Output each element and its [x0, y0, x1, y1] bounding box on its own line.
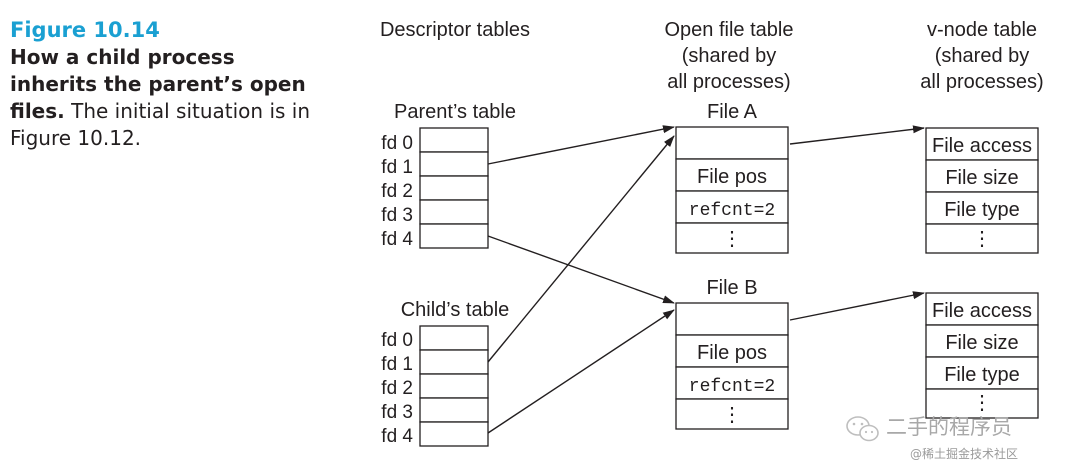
vnode-a-access-row — [925, 127, 1039, 161]
figure-note: The initial situation is in Figure 10.12… — [10, 99, 311, 150]
parent-fd-label: fd 0 — [381, 133, 413, 154]
file-b-refcnt-row — [675, 366, 789, 400]
file-a-refcnt-text: refcnt=2 — [689, 201, 775, 221]
file-a-pos-row — [675, 158, 789, 192]
file-b-pos-row — [675, 334, 789, 368]
child-fd1-to-file-a-arrow — [487, 135, 675, 363]
vnode-a-type-row — [925, 191, 1039, 225]
open-file-table-header-line3: all processes) — [667, 71, 790, 93]
parent-fd-label: fd 4 — [381, 229, 413, 250]
watermark-account-name: 二手的程序员 — [886, 415, 1012, 439]
open-file-table-header-line2: (shared by — [682, 45, 777, 67]
parent-fd4-to-file-b-arrow — [487, 235, 675, 304]
file-b-status-row — [675, 302, 789, 336]
file-b-to-vnode-b-arrow — [789, 291, 925, 321]
watermark: 二手的程序员 @稀土掘金技术社区 — [842, 410, 1078, 466]
file-b-pos-text: File pos — [697, 342, 767, 364]
vnode-entry-b: File access File size File type ⋮ — [925, 292, 1039, 419]
vnode-table-header-line2: (shared by — [935, 45, 1030, 67]
watermark-community: @稀土掘金技术社区 — [910, 446, 1018, 461]
vnode-a-access-text: File access — [932, 135, 1032, 157]
parent-fd1-to-file-a-arrow — [487, 125, 675, 165]
child-fd-label: fd 2 — [381, 378, 413, 399]
vnode-a-more-row — [925, 223, 1039, 254]
vnode-a-size-row — [925, 159, 1039, 193]
file-a-to-vnode-a-arrow — [789, 125, 925, 145]
vnode-table-header-line1: v-node table — [927, 19, 1037, 41]
parent-fd-label: fd 3 — [381, 205, 413, 226]
file-table-entry-a: File A File pos refcnt=2 ⋮ — [675, 101, 789, 254]
file-a-pos-text: File pos — [697, 166, 767, 188]
file-table-entry-b: File B File pos refcnt=2 ⋮ — [675, 277, 789, 430]
parent-fd-slot — [419, 127, 489, 153]
child-fd-label: fd 4 — [381, 426, 413, 447]
vnode-a-ellipsis: ⋮ — [972, 228, 992, 250]
vnode-entry-a: File access File size File type ⋮ — [925, 127, 1039, 254]
figure-title: How a child process inherits the parent’… — [10, 45, 306, 123]
figure-description: How a child process inherits the parent’… — [10, 44, 310, 152]
child-fd-label: fd 0 — [381, 330, 413, 351]
figure-label: Figure 10.14 — [10, 18, 160, 42]
parent-descriptor-table: Parent’s table fd 0 fd 1 fd 2 fd 3 fd 4 — [381, 101, 516, 250]
parent-fd-label: fd 1 — [381, 157, 413, 178]
file-a-status-row — [675, 126, 789, 160]
file-a-more-row — [675, 222, 789, 254]
vnode-table-header-line3: all processes) — [920, 71, 1043, 93]
child-descriptor-table: Child’s table fd 0 fd 1 fd 2 fd 3 fd 4 — [381, 299, 509, 447]
file-b-more-row — [675, 398, 789, 430]
file-a-label: File A — [707, 101, 758, 123]
child-fd-slot — [419, 421, 489, 447]
vnode-b-ellipsis: ⋮ — [972, 392, 992, 414]
file-a-ellipsis: ⋮ — [722, 228, 742, 250]
parent-fd-slot — [419, 151, 489, 177]
file-b-ellipsis: ⋮ — [722, 404, 742, 426]
file-b-refcnt-text: refcnt=2 — [689, 377, 775, 397]
vnode-b-size-row — [925, 324, 1039, 358]
wechat-logo-icon — [846, 416, 879, 442]
file-a-refcnt-row — [675, 190, 789, 224]
child-fd-slot — [419, 349, 489, 375]
figure-caption: Figure 10.14 How a child process inherit… — [10, 16, 310, 152]
parent-fd-slot — [419, 223, 489, 249]
child-fd-label: fd 1 — [381, 354, 413, 375]
parent-fd-slot — [419, 199, 489, 225]
parent-fd-label: fd 2 — [381, 181, 413, 202]
child-fd-slot — [419, 373, 489, 399]
child-fd4-to-file-b-arrow — [487, 309, 675, 434]
vnode-b-type-row — [925, 356, 1039, 390]
child-table-label: Child’s table — [401, 299, 510, 321]
open-file-table-header-line1: Open file table — [665, 19, 794, 41]
parent-table-label: Parent’s table — [394, 101, 516, 123]
descriptor-tables-header: Descriptor tables — [380, 19, 530, 41]
vnode-b-access-text: File access — [932, 300, 1032, 322]
child-fd-slot — [419, 325, 489, 351]
vnode-a-type-text: File type — [944, 199, 1020, 221]
child-fd-label: fd 3 — [381, 402, 413, 423]
vnode-a-size-text: File size — [945, 167, 1018, 189]
vnode-b-type-text: File type — [944, 364, 1020, 386]
vnode-b-access-row — [925, 292, 1039, 326]
parent-fd-slot — [419, 175, 489, 201]
vnode-b-size-text: File size — [945, 332, 1018, 354]
vnode-b-more-row — [925, 388, 1039, 419]
child-fd-slot — [419, 397, 489, 423]
file-b-label: File B — [706, 277, 757, 299]
